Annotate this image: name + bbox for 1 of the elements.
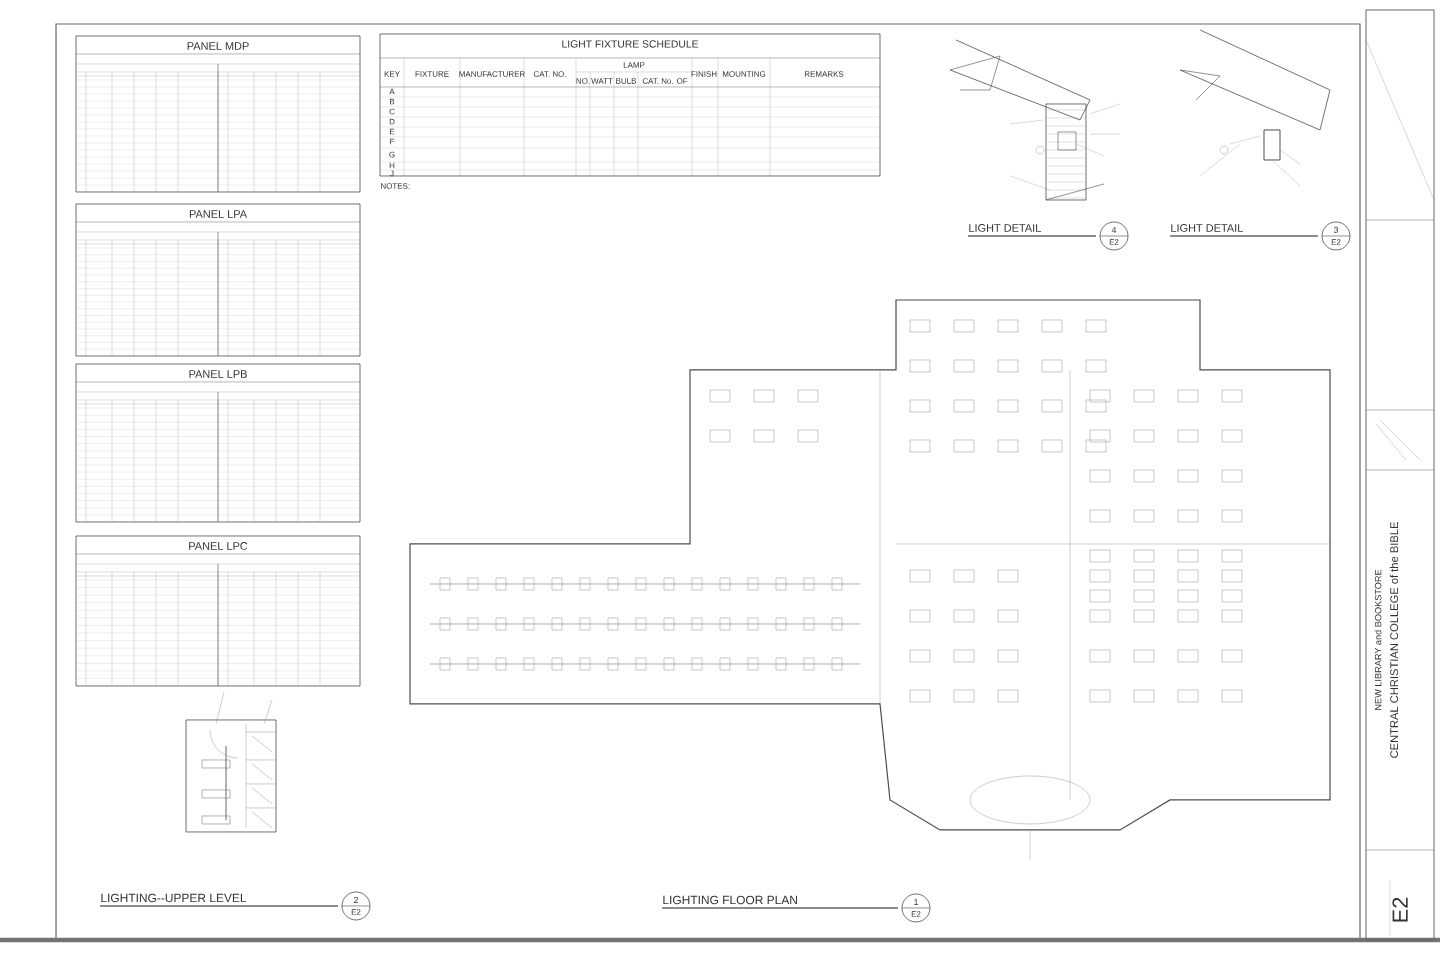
sheet-number: E2: [1392, 897, 1408, 922]
